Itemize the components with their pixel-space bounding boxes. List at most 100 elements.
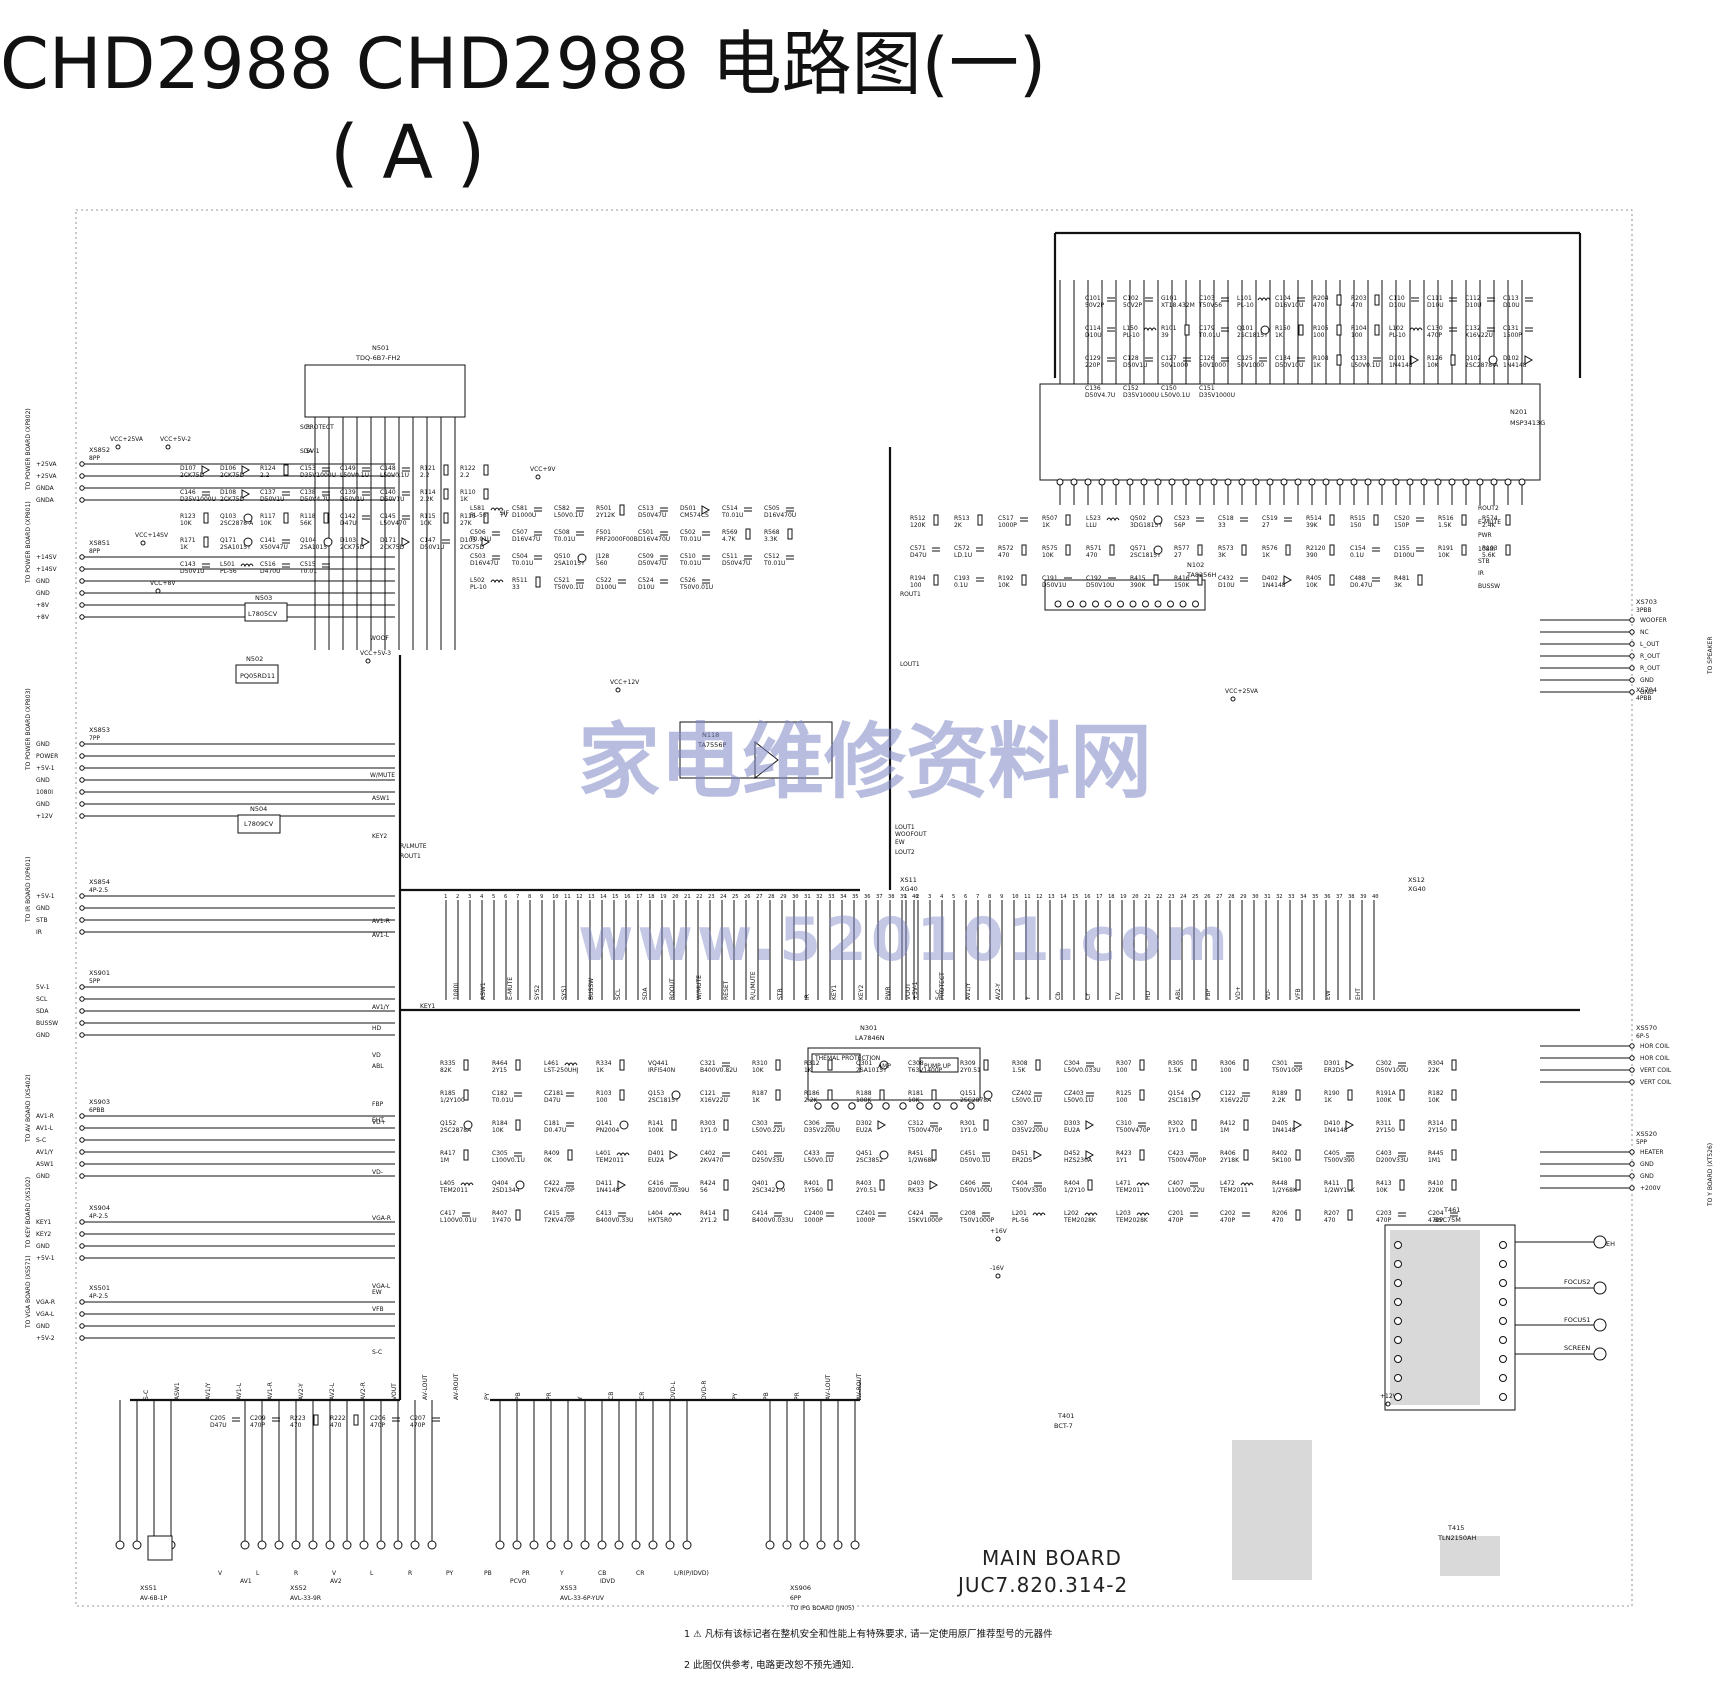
connector-ref: XS501 [89,1284,110,1292]
connector-pin [79,1243,85,1249]
bottom-signal: AV2-Y [298,1383,305,1400]
flyback-focus1-label: FOCUS1 [1564,1316,1590,1324]
component-value: 2.2K [804,1097,819,1104]
component-ref: L404 [648,1210,663,1217]
connector-pin-label: ASW1 [36,1161,54,1168]
component-ref: C571 [910,545,926,552]
component-value: 470 [1324,1217,1336,1224]
flyback-pin [1394,1260,1402,1268]
drawing-frame [75,209,1633,1607]
ic-pin [1192,600,1199,608]
component-ref: C209 [250,1415,266,1422]
resistor-symbol [1241,544,1247,556]
connector-pin [79,1335,85,1341]
flyback-outputs: EH FOCUS2 FOCUS1 SCREEN [1564,1240,1615,1352]
bus-label: SDA [300,448,313,455]
svideo-jack [147,1535,173,1561]
bottom-connector-type: AVL-33-6P-YUV [560,1595,605,1602]
xs11-pin-number: 17 [636,894,643,900]
bottom-signal: PB [515,1392,522,1400]
component-value: B400V0.82U [700,1067,737,1074]
bottom-signal: S-C [143,1390,150,1400]
xs11-pin-number: 10 [552,894,559,900]
flyback-pin [1499,1393,1507,1401]
xs12-signal: VOUT [905,983,912,1000]
connector-pin-label: KEY1 [36,1219,51,1226]
ic-pin [1098,478,1106,486]
diode-symbol [1033,1150,1043,1160]
xs11-signal: SDA [642,987,649,1000]
xs11-signal: 1080I [453,983,460,1000]
bottom-connector-ref: XS52 [290,1584,307,1592]
bus-label: WOOFOUT [895,831,927,838]
connector-pin-label: HOR COIL [1640,1043,1670,1050]
component-value: 2SC3852 [856,1157,883,1164]
av-label: CB [598,1570,606,1577]
component-value: 470 [1313,302,1325,309]
xs11-pin-number: 3 [468,894,471,900]
connector-type: 4P-2.5 [89,1213,108,1220]
xs11-pin-number: 26 [744,894,751,900]
ic-pin [1476,478,1484,486]
av-jack-pin [342,1540,352,1550]
component-value: 150 [1350,522,1362,529]
component-value: T2KV470P [543,1187,575,1194]
n201-ref: N201 [1510,408,1527,416]
resistor-symbol [1243,1119,1249,1131]
component-ref: C514 [722,505,738,512]
ic-pin [1280,478,1288,486]
connector-pin-label: R_OUT [1640,665,1660,672]
flyback-pin [1394,1279,1402,1287]
component-ref: C112 [1465,295,1481,302]
xs11-pin-number: 28 [768,894,775,900]
component-value: 1K [1262,552,1271,559]
n503-part: L7805CV [248,610,278,618]
component-value: T500V470P [1115,1127,1151,1134]
rail-node [615,687,621,693]
component-ref: R568 [764,529,780,536]
component-value: 100 [1220,1067,1232,1074]
resistor-symbol [931,1089,937,1101]
component-value: 1K [460,496,469,503]
component-value: 1.5K [1012,1067,1027,1074]
component-ref: C201 [1168,1210,1184,1217]
connector-dest: TO KEY BOARD (XS102) [25,1177,32,1249]
component-value: D50V1U [380,496,405,503]
component-ref: L203 [1116,1210,1131,1217]
component-ref: C303 [752,1120,768,1127]
component-value: 470P [370,1422,385,1429]
page-subtitle: ( A ) [330,110,486,196]
component-ref: R115 [420,513,436,520]
resistor-symbol [1373,514,1379,526]
component-ref: R411 [1324,1180,1340,1187]
component-ref: R116 [460,513,476,520]
component-value: 2Y18K [1220,1157,1240,1164]
transistor-symbol [243,537,253,547]
component-ref: C520 [1394,515,1410,522]
bottom-signal: PR [794,1392,801,1400]
component-ref: D501 [680,505,696,512]
component-value: EU2A [648,1157,665,1164]
transistor-symbol [775,1180,785,1190]
